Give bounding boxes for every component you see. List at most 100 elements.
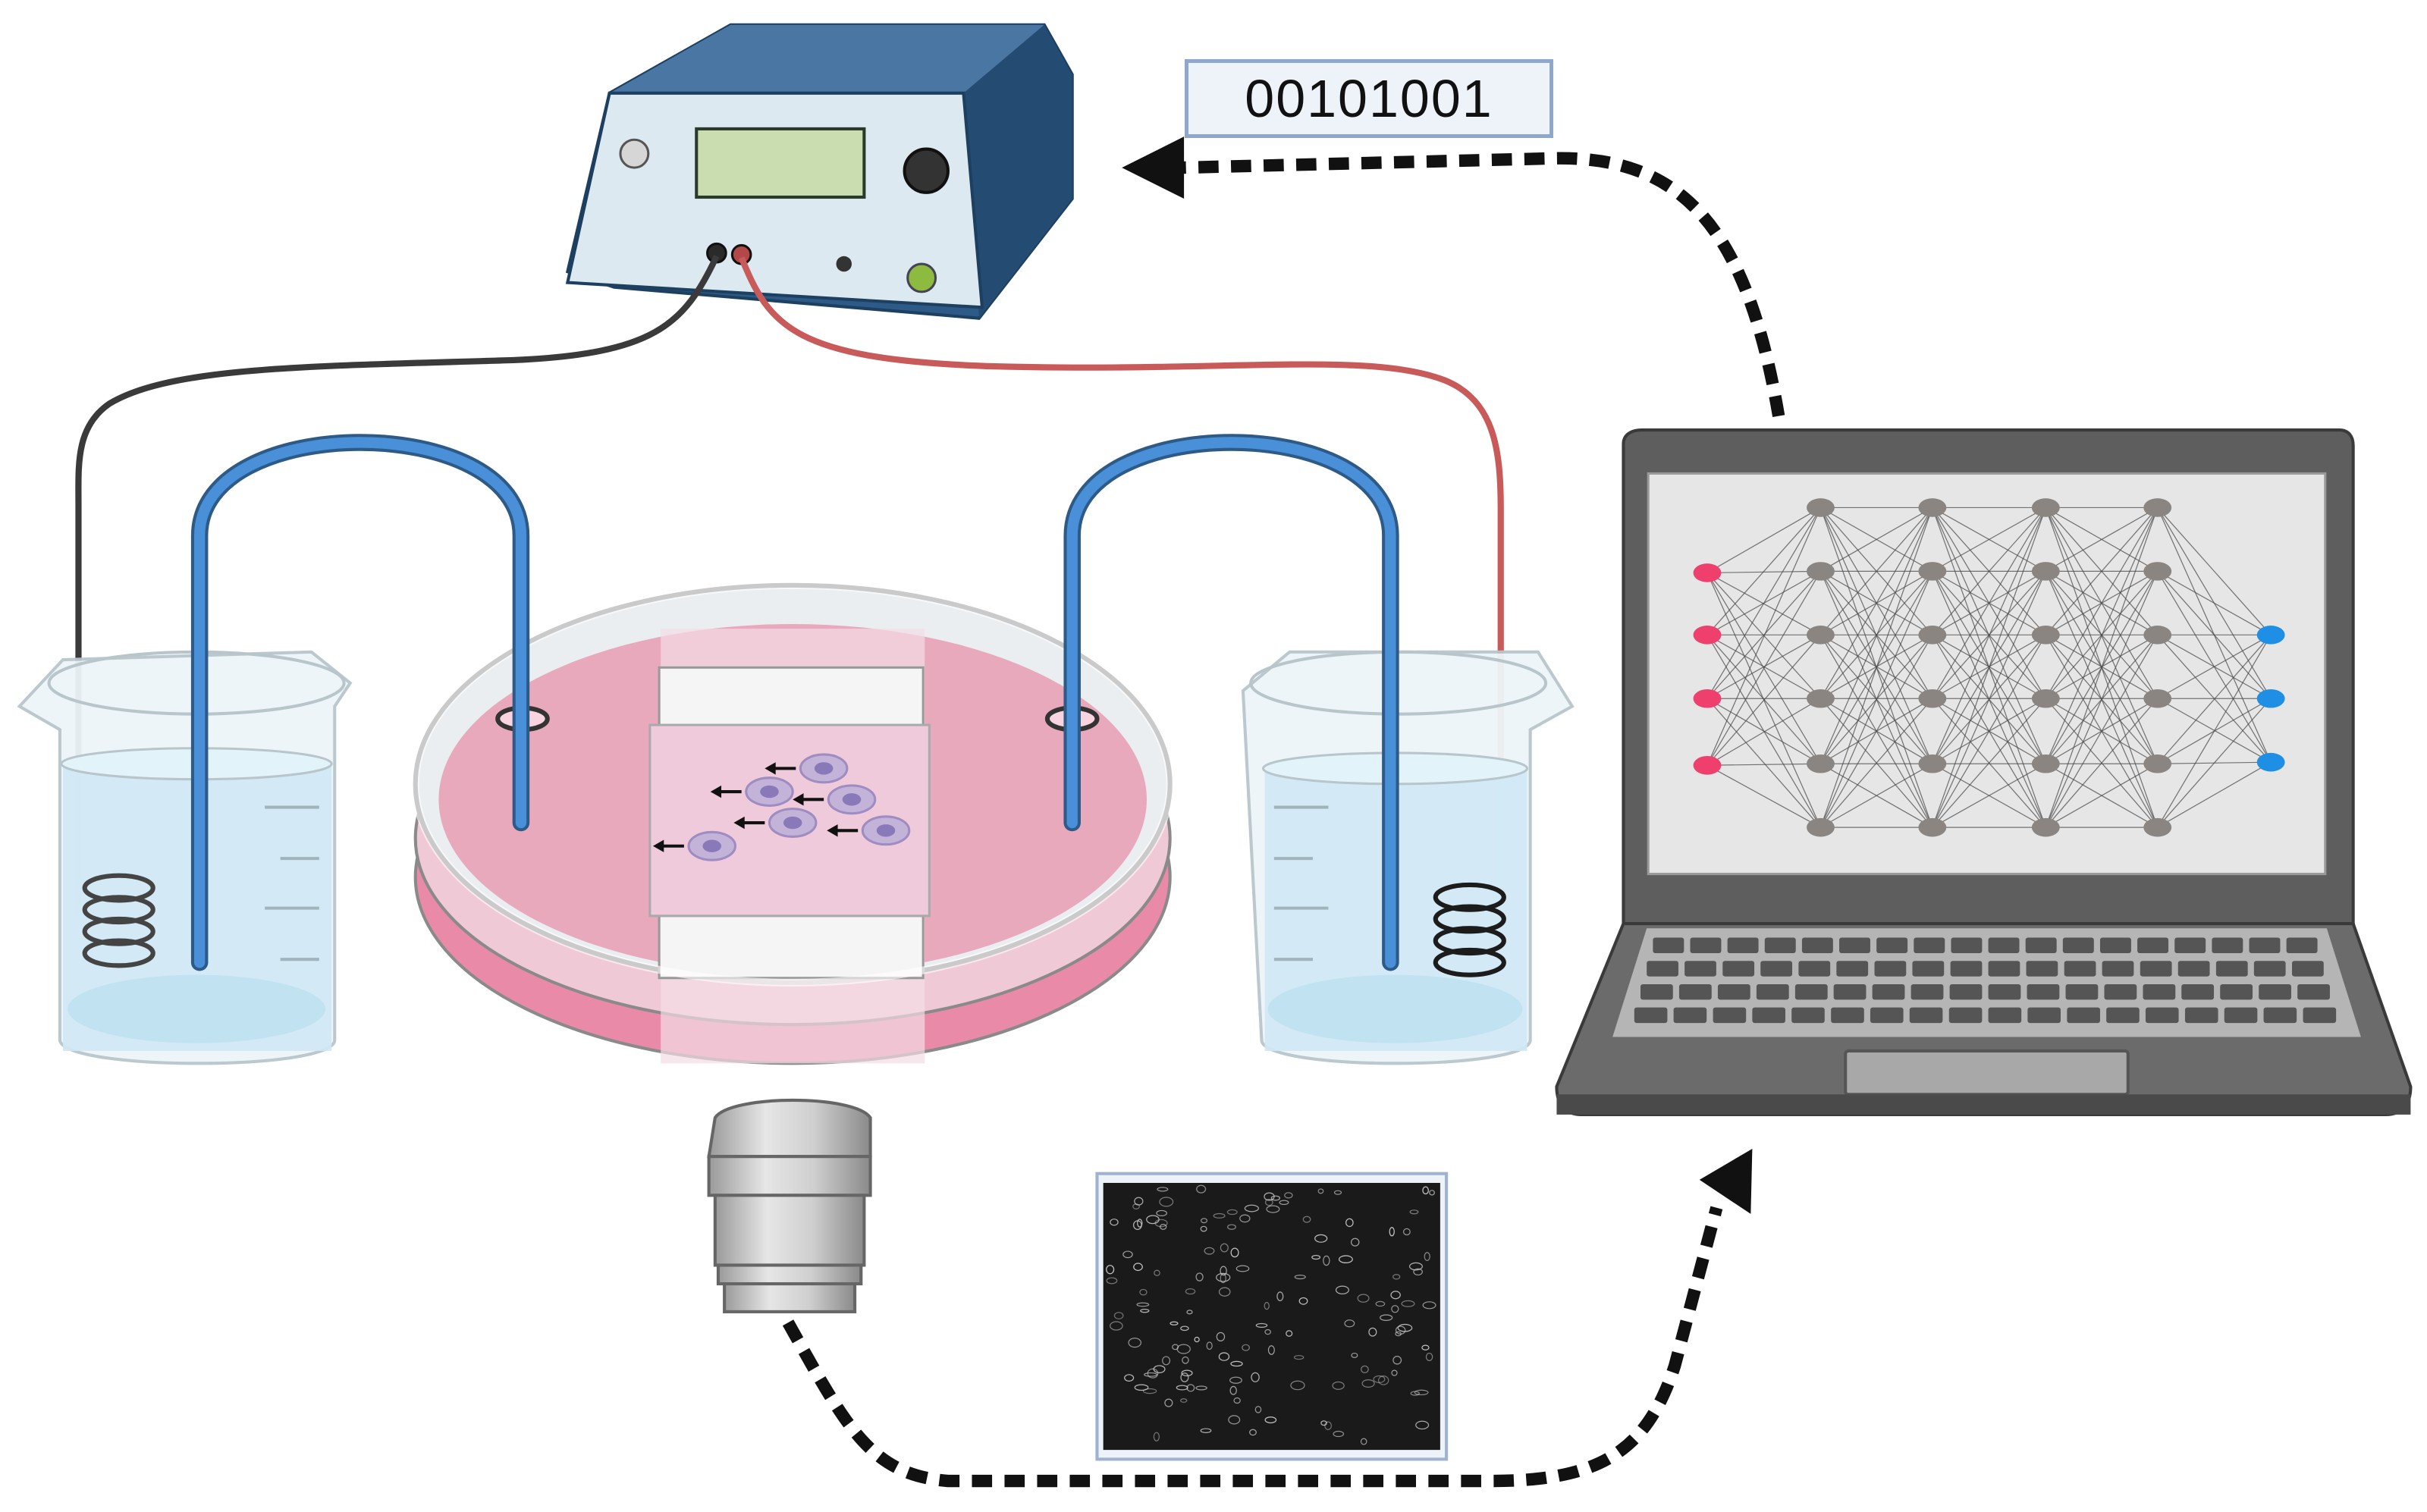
- micrograph-cell: [1110, 1321, 1123, 1331]
- micrograph-cell: [1298, 1297, 1308, 1305]
- chamber-clip-bottom: [658, 914, 925, 980]
- keyboard-key: [1831, 1007, 1864, 1024]
- micrograph-cell: [1134, 1384, 1149, 1391]
- micrograph-cell: [1392, 1356, 1402, 1365]
- micrograph-cell: [1124, 1374, 1135, 1382]
- micrograph-image: [1095, 1172, 1449, 1461]
- keyboard-key: [1760, 961, 1793, 977]
- dashed-arrow-laptop-to-power-supply: [1180, 152, 1785, 418]
- micrograph-cell: [1122, 1250, 1133, 1259]
- micrograph-cell: [1270, 1195, 1281, 1201]
- hidden-node: [2031, 817, 2060, 837]
- keyboard-key: [1912, 961, 1945, 977]
- hidden-node: [2031, 754, 2060, 773]
- hidden-node: [1918, 562, 1947, 581]
- hidden-node: [1807, 626, 1835, 645]
- keyboard-key: [1950, 961, 1983, 977]
- keyboard-key: [1949, 983, 1983, 1000]
- micrograph-cell: [1229, 1385, 1237, 1395]
- micrograph-cell: [1204, 1247, 1215, 1255]
- micrograph-cell: [1373, 1375, 1386, 1384]
- hidden-node: [2143, 562, 2172, 581]
- keyboard-key: [1988, 1007, 2022, 1024]
- hidden-node: [1807, 754, 1835, 773]
- keyboard-key: [2286, 937, 2318, 953]
- hidden-node: [1918, 754, 1947, 773]
- micrograph-cell: [1216, 1332, 1226, 1342]
- micrograph-cell: [1106, 1265, 1115, 1275]
- cell-icon: [745, 776, 794, 808]
- cell-icon: [861, 815, 911, 846]
- keyboard-key: [1988, 937, 2020, 953]
- micrograph-cell: [1235, 1265, 1250, 1272]
- small-port: [836, 256, 852, 272]
- keyboard-key: [2026, 961, 2058, 977]
- micrograph-cell: [1408, 1262, 1423, 1271]
- micrograph-cell: [1133, 1263, 1143, 1272]
- keyboard-key: [1727, 937, 1759, 953]
- keyboard-key: [2027, 1007, 2061, 1024]
- keyboard-key: [1833, 983, 1867, 1000]
- micrograph-cell: [1137, 1219, 1143, 1228]
- micrograph-cell: [1239, 1214, 1251, 1223]
- micrograph-cell: [1180, 1372, 1189, 1382]
- electrode-coil-icon: [82, 873, 155, 968]
- micrograph-cell: [1194, 1336, 1200, 1343]
- micrograph-cell: [1264, 1328, 1271, 1335]
- keyboard-key: [2249, 937, 2281, 953]
- keyboard-key: [2263, 1007, 2297, 1024]
- migration-arrow-icon: [733, 816, 765, 830]
- micrograph-cell: [1421, 1344, 1430, 1350]
- micrograph-cell: [1415, 1420, 1430, 1430]
- micrograph-cell: [1344, 1319, 1355, 1328]
- touchpad: [1844, 1049, 2130, 1096]
- keyboard-key: [2292, 961, 2324, 977]
- micrograph-cell: [1391, 1305, 1399, 1313]
- micrograph-cell: [1323, 1255, 1330, 1266]
- micrograph-cell: [1422, 1186, 1429, 1195]
- keyboard-key: [2099, 937, 2131, 953]
- micrograph-cell: [1218, 1287, 1231, 1297]
- keyboard-key: [2062, 937, 2094, 953]
- micrograph-cell: [1172, 1344, 1179, 1350]
- micrograph-cell: [1153, 1432, 1160, 1441]
- micrograph-cell: [1180, 1325, 1189, 1332]
- keyboard-key: [1911, 983, 1944, 1000]
- keyboard-key: [2143, 983, 2176, 1000]
- keyboard-key: [1876, 937, 1908, 953]
- micrograph-cell: [1266, 1205, 1280, 1213]
- micrograph-cell: [1375, 1300, 1386, 1307]
- output-node: [2256, 689, 2285, 708]
- micrograph-cell: [1206, 1341, 1213, 1350]
- keyboard-key: [1791, 1007, 1825, 1024]
- micrograph-cell: [1345, 1218, 1354, 1228]
- micrograph-cell: [1157, 1187, 1169, 1192]
- power-supply-icon: [565, 23, 1074, 320]
- arrowhead-to-laptop-icon: [1699, 1148, 1753, 1214]
- micrograph-cell: [1409, 1209, 1419, 1215]
- cell-icon: [768, 808, 818, 838]
- keyboard-key: [1909, 1007, 1943, 1024]
- keyboard-key: [2145, 1007, 2179, 1024]
- micrograph-cell: [1335, 1285, 1349, 1294]
- keyboard: [1634, 937, 2337, 1024]
- hidden-node: [2143, 754, 2172, 773]
- micrograph-cell: [1302, 1216, 1311, 1223]
- micrograph-cell: [1201, 1218, 1208, 1224]
- micrograph-cell: [1200, 1428, 1212, 1434]
- hidden-node: [1807, 689, 1835, 708]
- micrograph-cell: [1170, 1321, 1179, 1325]
- salt-bridge-left: [190, 434, 530, 971]
- micrograph-cell: [1251, 1372, 1260, 1382]
- keyboard-key: [1836, 961, 1869, 977]
- micrograph-cell: [1162, 1356, 1171, 1366]
- hidden-node: [2031, 689, 2060, 708]
- keyboard-key: [2259, 983, 2291, 1000]
- keyboard-key: [2174, 937, 2206, 953]
- chamber-clip-top: [658, 666, 925, 731]
- keyboard-key: [1678, 983, 1712, 1000]
- micrograph-cell: [1339, 1255, 1353, 1264]
- keyboard-key: [1684, 961, 1716, 977]
- arrowhead-to-power-supply-icon: [1122, 136, 1185, 199]
- micrograph-cell: [1414, 1389, 1429, 1396]
